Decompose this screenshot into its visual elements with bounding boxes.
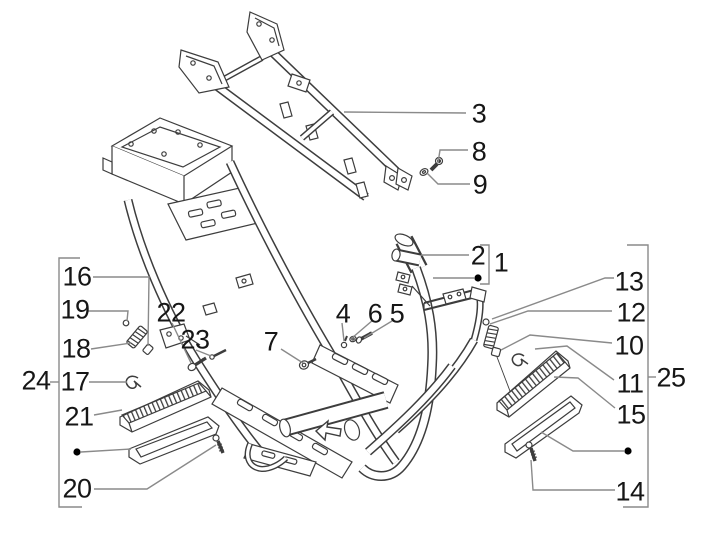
callout-25: 25 <box>656 362 686 393</box>
callout-5: 5 <box>389 298 405 329</box>
callout-1: 1 <box>493 247 509 278</box>
callout-16: 16 <box>62 261 92 292</box>
reference-dots <box>73 274 632 456</box>
callout-7: 7 <box>263 326 279 357</box>
callout-22: 22 <box>156 297 186 328</box>
callout-24: 24 <box>21 365 51 396</box>
callout-14: 14 <box>615 476 645 507</box>
dot-part-1 <box>474 274 482 282</box>
callout-13: 13 <box>614 266 644 297</box>
callout-23: 23 <box>180 324 210 355</box>
rear-subframe-part <box>178 11 413 201</box>
callout-4: 4 <box>335 298 351 329</box>
dot-part-24-group <box>73 448 81 456</box>
callout-8: 8 <box>471 136 487 167</box>
callout-12: 12 <box>616 297 646 328</box>
main-frame-part <box>102 117 487 481</box>
callout-21: 21 <box>64 401 94 432</box>
callout-18: 18 <box>61 333 91 364</box>
dot-part-25-group <box>624 447 632 455</box>
right-footrest-parts <box>482 318 583 462</box>
callout-11: 11 <box>616 368 644 399</box>
left-footrest-parts <box>119 319 227 465</box>
callout-17: 17 <box>60 366 90 397</box>
leader-lines <box>50 111 656 508</box>
callout-9: 9 <box>472 169 488 200</box>
callout-20: 20 <box>62 473 92 504</box>
callout-3: 3 <box>471 98 487 129</box>
callout-19: 19 <box>60 294 90 325</box>
callout-10: 10 <box>614 330 644 361</box>
callout-2: 2 <box>470 240 486 271</box>
callout-15: 15 <box>616 399 646 430</box>
callout-6: 6 <box>367 298 383 329</box>
